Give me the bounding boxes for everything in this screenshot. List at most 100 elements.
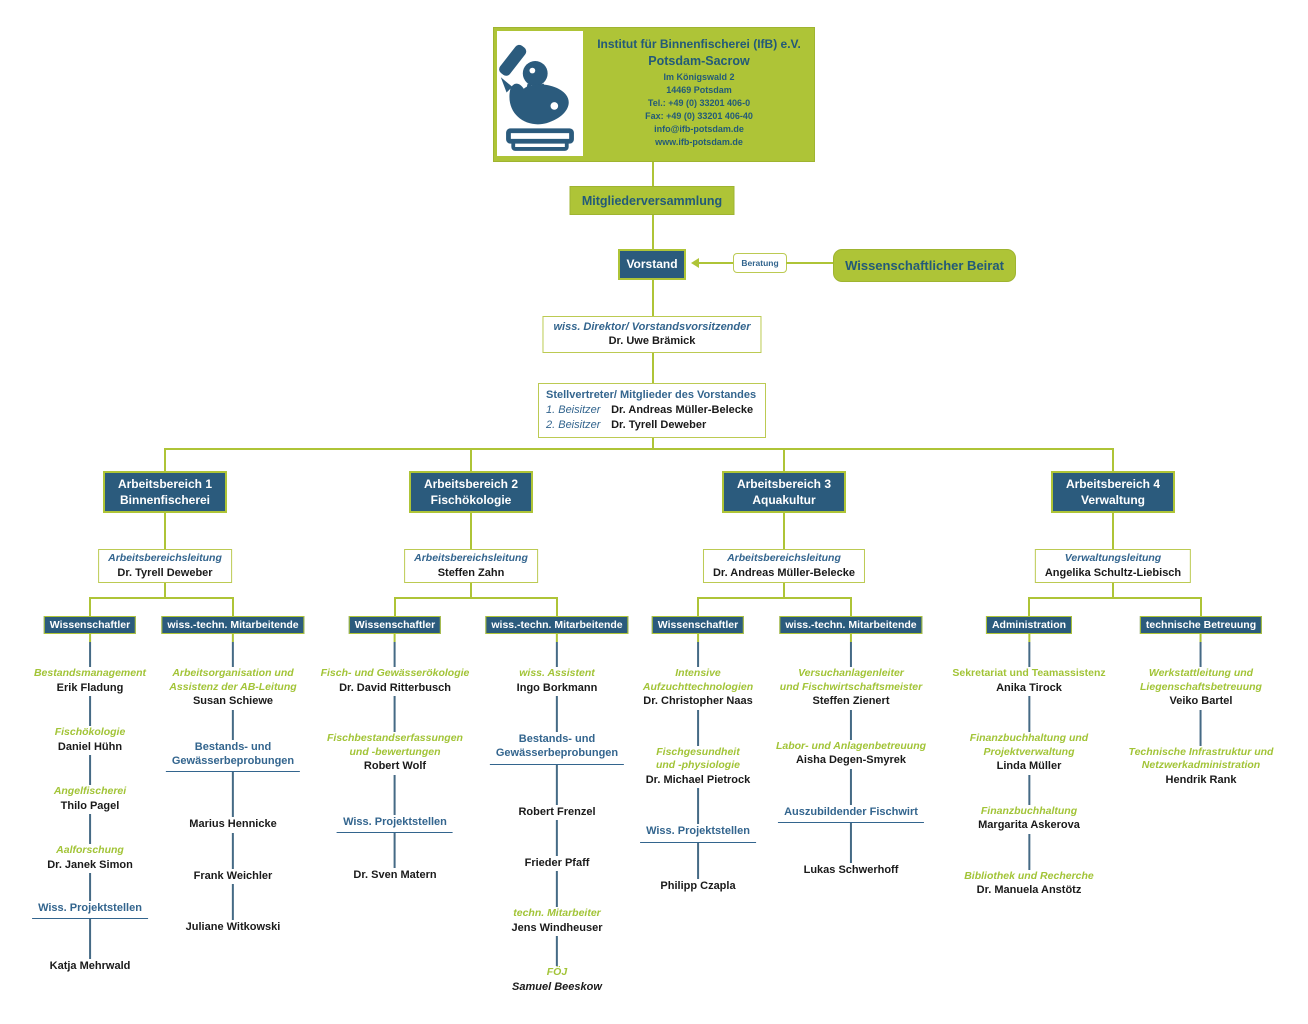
staff-name: Philipp Czapla — [660, 879, 736, 892]
lead-box-2: Arbeitsbereichsleitung Steffen Zahn — [404, 549, 538, 583]
link-heading: Wiss. Projektstellen — [337, 815, 453, 833]
staff-column: Fisch- und Gewässerökologie Dr. David Ri… — [321, 633, 469, 883]
deputy-label: 1. Beisitzer — [546, 403, 601, 416]
institute-logo — [497, 31, 583, 156]
staff-entry: Frank Weichler — [194, 869, 273, 884]
link-heading: Bestands- und Gewässerbeprobungen — [489, 732, 625, 765]
staff-name: Susan Schiewe — [192, 695, 274, 708]
staff-column: Versuchanlagenleiter und Fischwirtschaft… — [776, 633, 926, 878]
role-label: Aufzuchttechnologien — [642, 680, 754, 693]
connector-line — [555, 764, 558, 805]
staff-entry: Katja Mehrwald — [50, 959, 131, 974]
staff-name: Thilo Pagel — [60, 799, 120, 812]
staff-name: Robert Wolf — [363, 760, 427, 773]
role-label: Bestandsmanagement — [33, 667, 147, 679]
connector-line — [1112, 579, 1114, 598]
connector-line — [849, 709, 852, 740]
lead-name: Dr. Andreas Müller-Belecke — [712, 566, 856, 579]
connector-line — [652, 280, 654, 316]
staff-entry: Versuchanlagenleiter und Fischwirtschaft… — [780, 667, 922, 710]
staff-name: Marius Hennicke — [189, 818, 277, 831]
connector-line — [1027, 633, 1030, 667]
connector-line — [697, 842, 699, 879]
role-label: Finanzbuchhaltung — [980, 804, 1078, 817]
staff-name: Juliane Witkowski — [185, 921, 281, 934]
role-label: Arbeitsorganisation und — [172, 667, 294, 679]
staff-name: Dr. Sven Matern — [353, 869, 437, 881]
role-label: techn. Mitarbeiter — [513, 907, 601, 920]
connector-line — [555, 820, 558, 857]
connector-line — [783, 448, 785, 471]
connector-line — [89, 755, 91, 786]
staff-entry: Philipp Czapla — [660, 879, 735, 894]
role-label: Labor- und Anlagenbetreuung — [775, 739, 927, 752]
lead-role: Arbeitsbereichsleitung — [414, 552, 528, 564]
beratung-box: Beratung — [733, 253, 787, 273]
lead-name: Dr. Tyrell Deweber — [117, 566, 213, 579]
link-heading-line: Gewässerbeprobungen — [495, 747, 619, 760]
institute-address-line1: Im Königswald 2 — [663, 71, 735, 82]
role-label: Intensive — [675, 667, 721, 679]
staff-entry: Labor- und Anlagenbetreuung Aisha Degen-… — [776, 740, 926, 769]
connector-line — [652, 213, 654, 249]
staff-entry: Marius Hennicke — [189, 817, 276, 832]
staff-entry: Angelfischerei Thilo Pagel — [54, 785, 126, 814]
role-label: Netzwerkadministration — [1141, 759, 1261, 772]
staff-name: Steffen Zienert — [812, 695, 890, 708]
link-heading: Bestands- und Gewässerbeprobungen — [165, 740, 301, 773]
connector-line — [849, 823, 852, 863]
role-label: Fischbestandserfassungen — [327, 732, 463, 745]
staff-column: Arbeitsorganisation und Assistenz der AB… — [165, 633, 301, 935]
connector-line — [231, 884, 234, 921]
staff-entry: Juliane Witkowski — [186, 920, 281, 935]
lead-role: Arbeitsbereichsleitung — [108, 552, 222, 564]
connector-line — [393, 774, 396, 815]
staff-name: Lukas Schwerhoff — [803, 864, 899, 876]
institute-web: www.ifb-potsdam.de — [655, 137, 743, 148]
column-header: wiss.-techn. Mitarbeitende — [779, 616, 923, 634]
connector-line — [849, 768, 852, 805]
connector-line — [231, 633, 234, 667]
staff-column: Werkstattleitung und Liegenschaftsbetreu… — [1129, 633, 1274, 789]
board-box: Vorstand — [618, 249, 686, 280]
link-heading: Wiss. Projektstellen — [640, 824, 756, 843]
fish-microscope-logo-icon — [499, 44, 574, 151]
department-box-3: Arbeitsbereich 3 Aquakultur — [722, 471, 846, 513]
connector-line — [231, 832, 234, 869]
connector-line — [652, 347, 654, 383]
staff-name: Linda Müller — [996, 760, 1062, 773]
assembly-box: Mitgliederversammlung — [569, 186, 735, 215]
department-name-line2: Binnenfischerei — [119, 493, 211, 507]
staff-name: Dr. Janek Simon — [47, 858, 133, 871]
connector-line — [697, 709, 699, 746]
board-label: Vorstand — [626, 257, 678, 272]
deputies-title: Stellvertreter/ Mitglieder des Vorstande… — [546, 389, 757, 401]
staff-name: Frank Weichler — [193, 869, 273, 882]
role-label: Technische Infrastruktur und — [1128, 745, 1274, 758]
connector-line — [89, 633, 91, 667]
deputy-name: Dr. Andreas Müller-Belecke — [611, 403, 754, 416]
connector-line — [164, 448, 1114, 450]
department-name-line1: Arbeitsbereich 1 — [117, 476, 213, 491]
connector-line — [697, 597, 699, 616]
staff-name: Dr. Michael Pietrock — [645, 773, 751, 786]
connector-line — [697, 633, 699, 667]
lead-box-3: Arbeitsbereichsleitung Dr. Andreas Mülle… — [702, 549, 866, 583]
connector-line — [89, 814, 91, 845]
institute-header-text: Institut für Binnenfischerei (IfB) e.V. … — [588, 37, 810, 149]
link-heading-line: Wiss. Projektstellen — [646, 825, 750, 838]
staff-entry: FÖJ Samuel Beeskow — [512, 966, 602, 995]
column-header: Wissenschaftler — [348, 616, 442, 634]
institute-fax: Fax: +49 (0) 33201 406-40 — [645, 110, 753, 121]
director-name: Dr. Uwe Brämick — [608, 335, 696, 348]
connector-line — [232, 597, 234, 616]
role-label: Bibliothek und Recherche — [964, 869, 1094, 882]
role-label: Werkstattleitung und — [1148, 667, 1254, 679]
deputy-row: 1. Beisitzer Dr. Andreas Müller-Belecke — [546, 403, 758, 418]
lead-box-4: Verwaltungsleitung Angelika Schultz-Lieb… — [1034, 549, 1192, 583]
connector-line — [652, 430, 654, 448]
role-label: und -physiologie — [655, 759, 740, 772]
connector-line — [555, 696, 558, 733]
staff-entry: Technische Infrastruktur und Netzwerkadm… — [1129, 746, 1274, 789]
